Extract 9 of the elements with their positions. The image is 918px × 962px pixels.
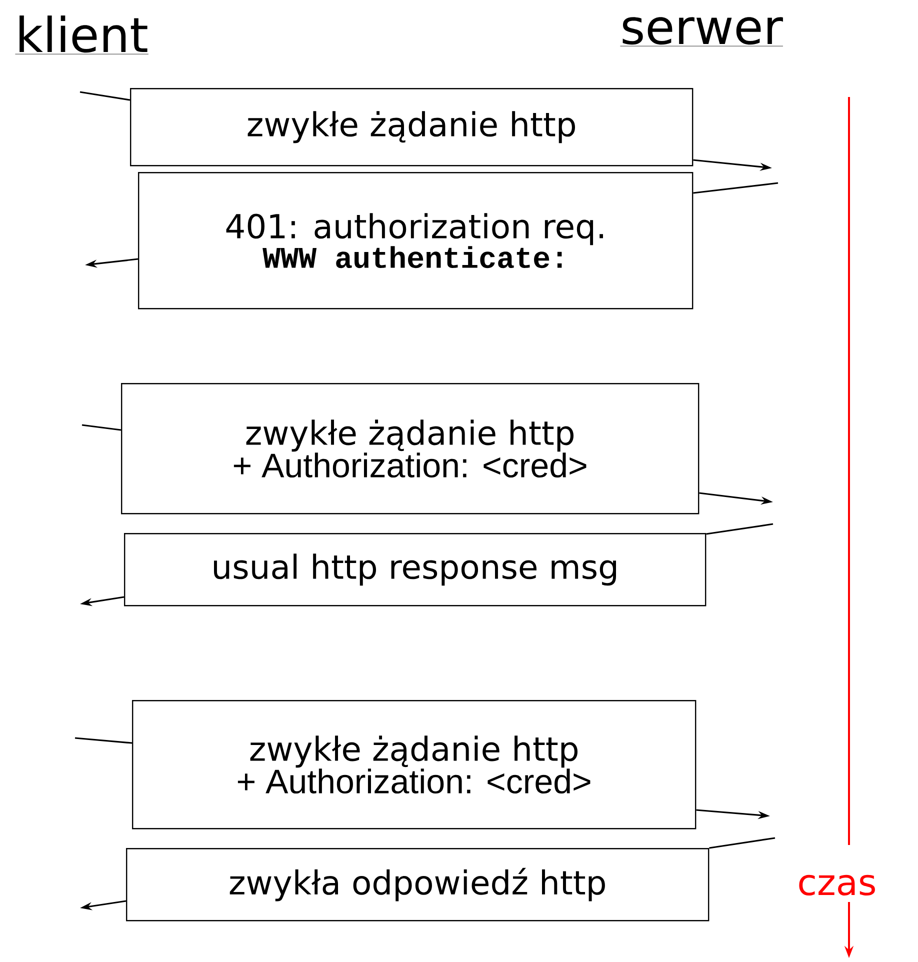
message-box: zwykłe żądanie http + Authorization: <cred>: [132, 700, 696, 830]
message-box: zwykłe żądanie http + Authorization: <cred>: [121, 383, 700, 514]
heading: klient: [15, 16, 149, 54]
time-label: czas: [799, 874, 875, 896]
message-box: zwykła odpowiedź http: [126, 848, 710, 922]
message-box: zwykłe żądanie http: [130, 88, 694, 166]
message-box: 401: authorization req. WWW authenticate:: [138, 172, 694, 310]
heading: serwer: [620, 17, 784, 46]
message-box: usual http response msg: [124, 533, 706, 606]
